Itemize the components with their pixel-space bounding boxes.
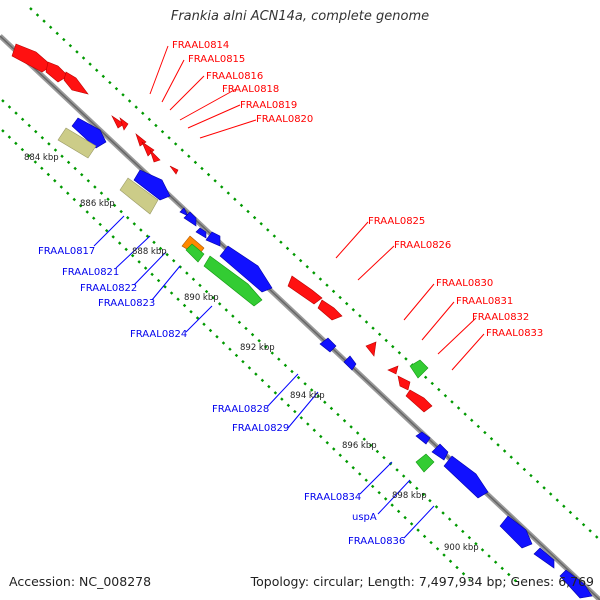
gene-label: FRAAL0828 — [212, 404, 269, 415]
gene-label: FRAAL0821 — [62, 267, 119, 278]
reverse-leader-lines — [93, 215, 435, 539]
gene-feature — [319, 337, 337, 353]
rna-gene — [203, 255, 263, 307]
gene-label: FRAAL0817 — [38, 246, 95, 257]
topology-label: Topology: circular; Length: 7,497,934 bp… — [250, 574, 594, 589]
gene-feature — [149, 149, 161, 163]
kbp-label: 892 kbp — [240, 343, 275, 353]
reverse-genes — [71, 117, 593, 599]
gene-label: FRAAL0834 — [304, 492, 361, 503]
gene-feature — [397, 375, 411, 391]
gene-feature — [343, 355, 357, 371]
gene-feature — [183, 211, 197, 227]
gene-feature — [45, 61, 69, 83]
gene-feature — [533, 547, 555, 569]
gene-feature — [499, 515, 533, 549]
gene-feature — [405, 389, 433, 413]
gene-label: FRAAL0816 — [206, 71, 263, 82]
gene-label: FRAAL0836 — [348, 536, 405, 547]
gene-label: FRAAL0823 — [98, 298, 155, 309]
gene-label: FRAAL0824 — [130, 329, 187, 340]
gene-label: FRAAL0832 — [472, 312, 529, 323]
kbp-label: 894 kbp — [290, 391, 325, 401]
gene-label: FRAAL0822 — [80, 283, 137, 294]
pseudo-gene — [57, 127, 97, 159]
tick-tracks — [1, 7, 600, 586]
gene-label: FRAAL0830 — [436, 278, 493, 289]
gene-label: FRAAL0831 — [456, 296, 513, 307]
gene-label: FRAAL0833 — [486, 328, 543, 339]
gene-feature — [287, 275, 323, 305]
gene-feature — [365, 341, 377, 357]
gene-label: FRAAL0826 — [394, 240, 451, 251]
gene-feature — [169, 165, 179, 175]
gene-feature — [179, 207, 189, 217]
kbp-label: 886 kbp — [80, 199, 115, 209]
gene-feature — [219, 245, 273, 293]
gene-feature — [133, 169, 171, 201]
gene-feature — [559, 569, 593, 599]
kbp-labels: 884 kbp 886 kbp 888 kbp 890 kbp 892 kbp … — [24, 153, 479, 553]
gene-label: uspA — [352, 512, 377, 523]
kbp-label: 884 kbp — [24, 153, 59, 163]
gene-feature — [205, 231, 221, 247]
kbp-label: 898 kbp — [392, 491, 427, 501]
accession-label: Accession: NC_008278 — [9, 574, 152, 589]
forward-gene-labels: FRAAL0814 FRAAL0815 FRAAL0816 FRAAL0818 … — [172, 40, 543, 339]
gene-feature — [443, 455, 489, 499]
rna-gene — [185, 243, 205, 263]
gene-feature — [119, 117, 129, 131]
forward-genes — [11, 43, 433, 413]
reverse-gene-labels: FRAAL0817 FRAAL0821 FRAAL0822 FRAAL0823 … — [38, 246, 405, 547]
gene-feature — [63, 71, 89, 95]
gene-label: FRAAL0829 — [232, 423, 289, 434]
kbp-label: 888 kbp — [132, 247, 167, 257]
gene-feature — [387, 365, 399, 375]
gene-feature — [317, 299, 343, 321]
kbp-label: 890 kbp — [184, 293, 219, 303]
gene-label: FRAAL0815 — [188, 54, 245, 65]
pseudo-gene — [119, 177, 159, 215]
rna-gene — [415, 453, 435, 473]
map-title: Frankia alni ACN14a, complete genome — [170, 9, 430, 24]
gene-label: FRAAL0819 — [240, 100, 297, 111]
other-genes — [57, 127, 435, 473]
gene-label: FRAAL0820 — [256, 114, 313, 125]
forward-leader-lines — [149, 45, 485, 371]
gene-feature — [431, 443, 449, 461]
gene-feature — [195, 227, 207, 239]
gene-feature — [415, 431, 431, 445]
rna-gene — [409, 359, 429, 379]
gene-label: FRAAL0825 — [368, 216, 425, 227]
kbp-label: 896 kbp — [342, 441, 377, 451]
kbp-label: 900 kbp — [444, 543, 479, 553]
gene-feature — [111, 115, 125, 129]
gene-label: FRAAL0814 — [172, 40, 229, 51]
gene-label: FRAAL0818 — [222, 84, 279, 95]
